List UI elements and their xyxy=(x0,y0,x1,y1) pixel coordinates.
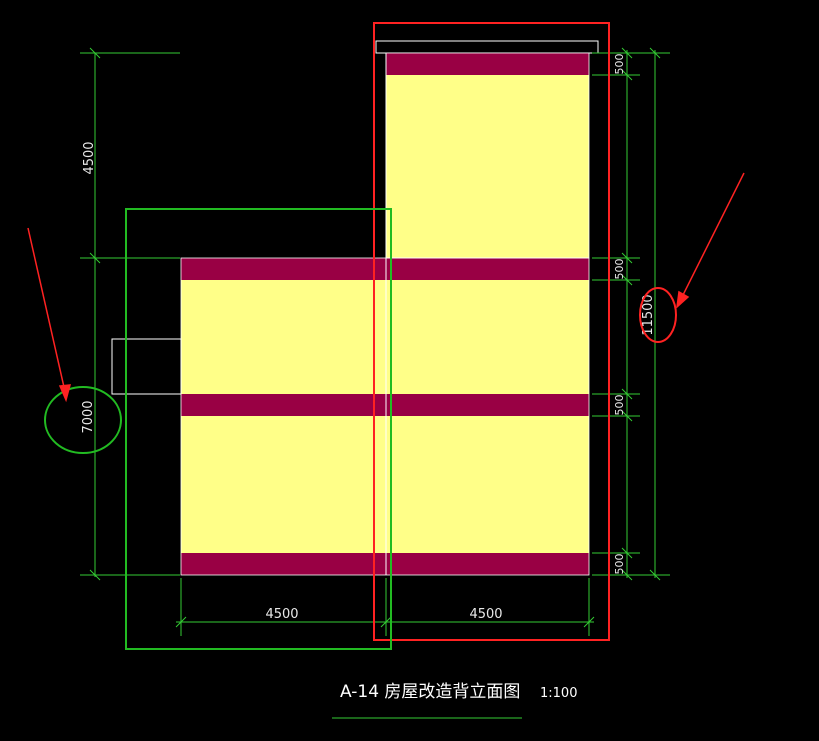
right-red-arrow xyxy=(675,172,745,309)
drawing-title: A-14 房屋改造背立面图 xyxy=(340,682,520,702)
upper-band xyxy=(386,53,589,75)
roof-parapet xyxy=(375,40,599,54)
floor-band-2 xyxy=(181,394,589,416)
dim-bottom-right: 4500 xyxy=(469,607,502,622)
dim-right-total: 11500 xyxy=(641,294,656,335)
left-dimension-chain xyxy=(80,47,180,581)
green-circle-marker xyxy=(44,386,122,454)
dim-band-3: 500 xyxy=(613,395,626,416)
drawing-scale: 1:100 xyxy=(540,686,577,701)
left-red-arrow xyxy=(27,227,72,403)
lower-wall xyxy=(181,258,589,575)
red-highlight-box xyxy=(373,22,610,641)
right-dimension-chain xyxy=(592,47,670,581)
upper-block-outline xyxy=(385,52,590,259)
floor-band-3 xyxy=(181,553,589,575)
dim-bottom-left: 4500 xyxy=(265,607,298,622)
dim-band-1: 500 xyxy=(613,54,626,75)
dim-left-lower: 7000 xyxy=(81,400,96,433)
upper-wall xyxy=(386,53,589,260)
side-canopy xyxy=(111,338,182,395)
green-highlight-box xyxy=(125,208,392,650)
dim-left-upper: 4500 xyxy=(82,141,97,174)
lower-block-outline xyxy=(180,257,590,576)
red-circle-marker xyxy=(639,287,677,343)
building xyxy=(111,40,599,576)
bottom-dimension-chain xyxy=(175,578,595,636)
dim-band-4: 500 xyxy=(613,554,626,575)
floor-band-1 xyxy=(181,258,589,280)
dim-band-2: 500 xyxy=(613,259,626,280)
